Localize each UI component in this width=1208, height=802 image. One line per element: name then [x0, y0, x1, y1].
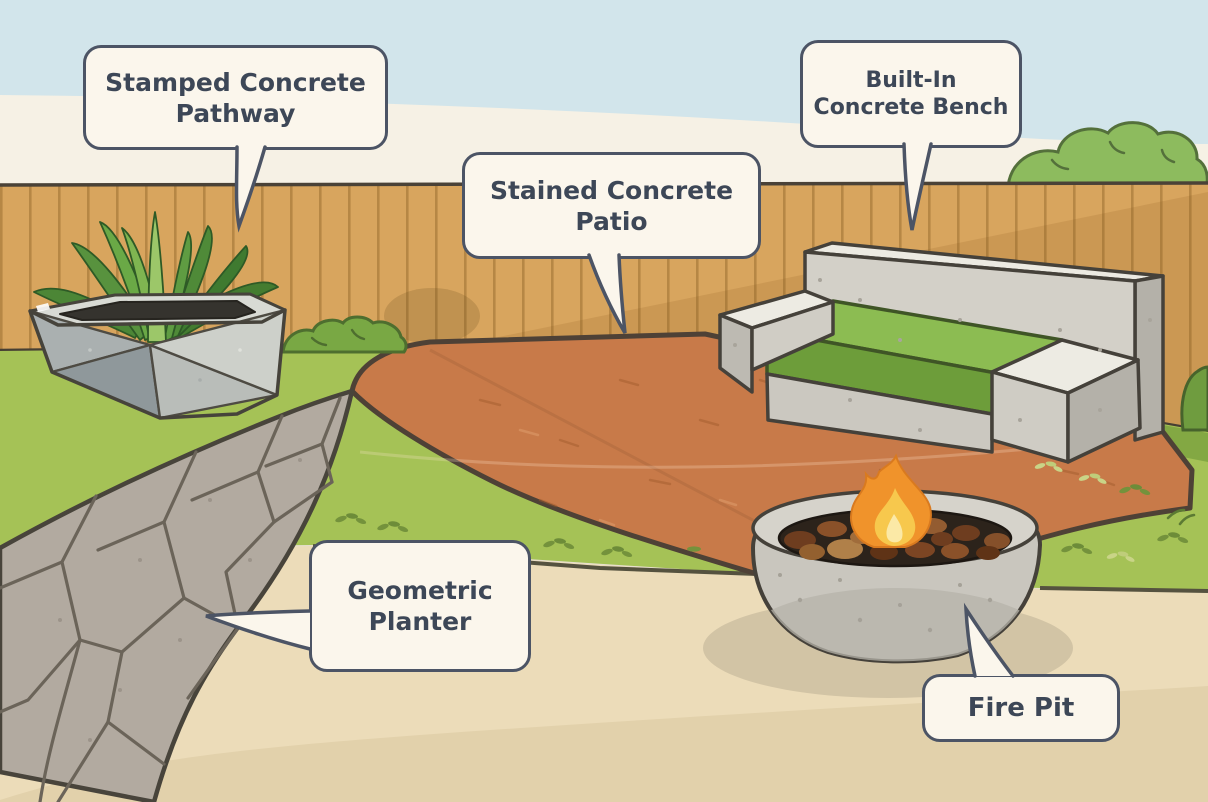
- planter-pot: [28, 292, 287, 420]
- label-stained-concrete-patio: Stained Concrete Patio: [462, 152, 761, 334]
- label-line: Pathway: [175, 98, 296, 128]
- label-line: Patio: [575, 206, 648, 236]
- label-stamped-concrete-pathway: Stamped Concrete Pathway: [83, 45, 388, 233]
- built-in-concrete-bench: [718, 241, 1165, 464]
- label-fire-pit: Fire Pit: [922, 602, 1120, 742]
- label-line: Planter: [368, 607, 472, 636]
- label-built-in-concrete-bench: Built-In Concrete Bench: [800, 40, 1022, 231]
- bush-above-fence: [1006, 121, 1208, 192]
- right-armrest-side: [1066, 358, 1142, 464]
- label-line: Built-In: [865, 67, 957, 93]
- left-armrest-front: [750, 300, 835, 372]
- bush-right-edge: [1166, 365, 1208, 526]
- label-line: Geometric: [347, 576, 493, 605]
- geometric-planter: [28, 211, 287, 420]
- label-line: Stained Concrete: [489, 175, 734, 205]
- label-geometric-planter: Geometric Planter: [205, 540, 531, 672]
- bush-fence-base: [281, 315, 408, 354]
- label-line: Stamped Concrete: [105, 67, 366, 97]
- grass-tufts: [334, 460, 1189, 564]
- left-armrest-side: [718, 313, 754, 394]
- label-line: Fire Pit: [967, 692, 1075, 723]
- label-line: Concrete Bench: [813, 95, 1009, 120]
- seat-base: [765, 372, 994, 454]
- flame: [850, 453, 932, 548]
